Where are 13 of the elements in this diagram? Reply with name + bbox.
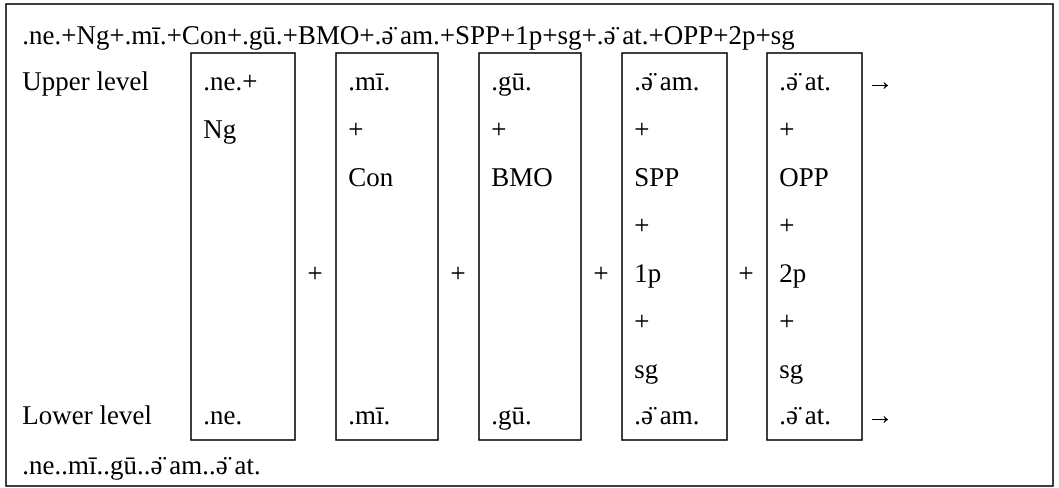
- label: .ne.+Ng+.mī.+Con+.gū.+BMO+.ə̈ am.+SPP+1p+sg+.ə̈ at.+OPP+2p+sg: [24, 26, 795, 50]
- label: Lower level: [23, 405, 152, 425]
- label: +: [594, 266, 608, 280]
- morpheme-box: .mī. + Con .mī.: [335, 52, 439, 441]
- label: +: [739, 266, 753, 280]
- label: +: [308, 266, 322, 280]
- morpheme-box: .gū. + BMO .gū.: [478, 52, 582, 441]
- morpheme-box: .ə̈ at. + OPP + 2p + sg .ə̈ at.: [766, 52, 863, 441]
- morpheme-box: .ne.+ Ng .ne.: [190, 52, 296, 441]
- morpheme-box: .ə̈ am. + SPP + 1p + sg .ə̈ am.: [621, 52, 728, 441]
- label: .ne..mī..gū..ə̈ am..ə̈ at.: [24, 456, 259, 480]
- label: +: [451, 266, 465, 280]
- label: Upper level: [22, 71, 149, 96]
